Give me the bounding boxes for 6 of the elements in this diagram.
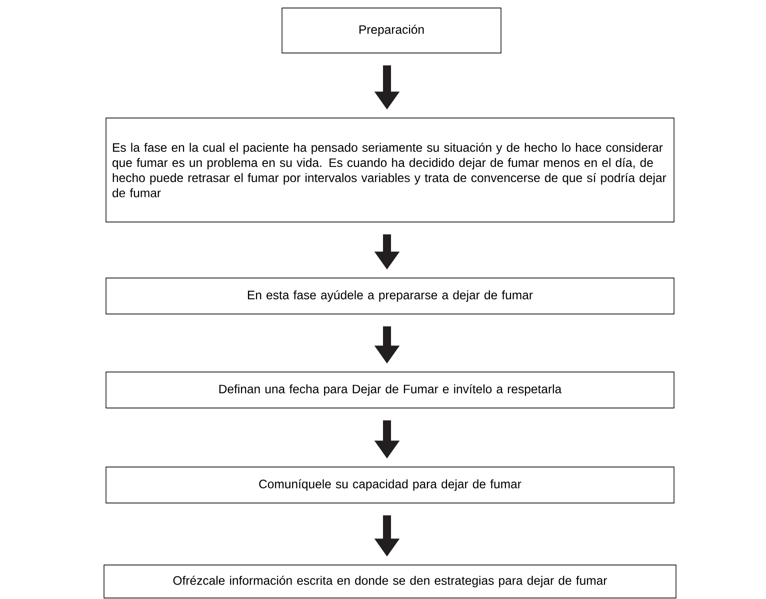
process-box: En esta fase ayúdele a prepararse a dejar de fumar (106, 278, 674, 314)
process-box: Definan una fecha para Dejar de Fumar e invítelo a respetarla (106, 372, 674, 408)
process-box: Preparación (282, 8, 502, 54)
process-box: Ofrézcale información escrita en donde se den estrategias para dejar de fumar (104, 564, 676, 598)
process-box: Comuníquele su capacidad para dejar de fumar (106, 466, 674, 504)
process-box: Es la fase en la cual el paciente ha pensado seriamente su situación y de hecho lo hace considerar que fumar es un problema en su vida. Es cuando ha decidido dejar de fumar menos en el día, de hecho puede retrasar el fumar por intervalos variables y trata de convencerse de que sí podría dejar de fumar (106, 118, 674, 222)
